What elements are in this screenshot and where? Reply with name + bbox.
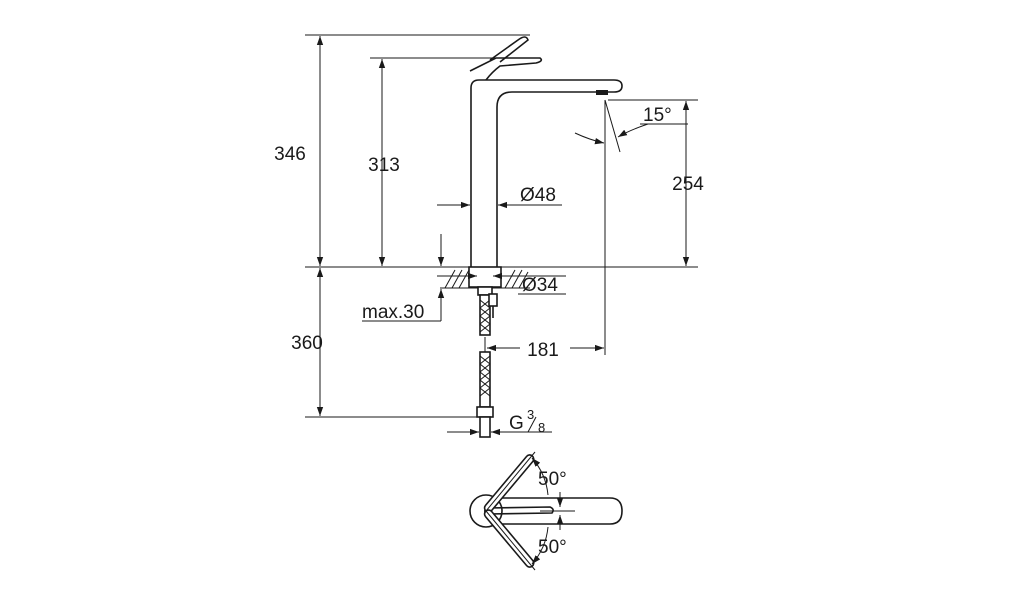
top-view-spout — [486, 497, 623, 525]
dimension-labels: 346 313 254 15° Ø48 Ø34 max.30 360 181 G… — [274, 105, 704, 435]
dim-max-30: max.30 — [362, 302, 424, 323]
dim-15-degree: 15° — [643, 105, 672, 126]
dim-360: 360 — [291, 333, 323, 354]
angle-arc-down — [531, 526, 549, 565]
hose-lower-braid — [479, 355, 491, 397]
faucet-top-view: 50° 50° — [469, 451, 623, 571]
deck-hatch — [444, 269, 529, 289]
dim-lever-angle-down: 50° — [538, 537, 567, 558]
faucet-side-view — [305, 36, 698, 438]
hose-end-stub — [479, 416, 491, 438]
dimension-lines — [305, 34, 698, 436]
dim-181: 181 — [527, 340, 559, 361]
dim-diameter-48: Ø48 — [520, 185, 556, 206]
dim-diameter-34: Ø34 — [522, 275, 558, 296]
hose-end-nut — [476, 406, 494, 418]
dim-thread-fraction-bar — [527, 416, 537, 433]
dim-thread-denominator: 8 — [538, 420, 545, 435]
spout-outlet — [596, 90, 608, 95]
hose-upper — [479, 294, 491, 336]
dim-lever-angle-up: 50° — [538, 469, 567, 490]
lever-handle — [469, 57, 543, 81]
dim-254: 254 — [672, 174, 704, 195]
mounting-nut — [468, 266, 502, 288]
dim-thread-numerator: 3 — [527, 407, 534, 422]
hose-fitting — [488, 293, 498, 307]
dim-313: 313 — [368, 155, 400, 176]
angle-arc-up — [531, 457, 549, 496]
faucet-body — [470, 79, 623, 267]
top-view-lever-center — [485, 506, 554, 515]
lever-handle-tilted — [489, 36, 529, 63]
dim-346: 346 — [274, 144, 306, 165]
dim-thread-g: G — [509, 413, 524, 434]
